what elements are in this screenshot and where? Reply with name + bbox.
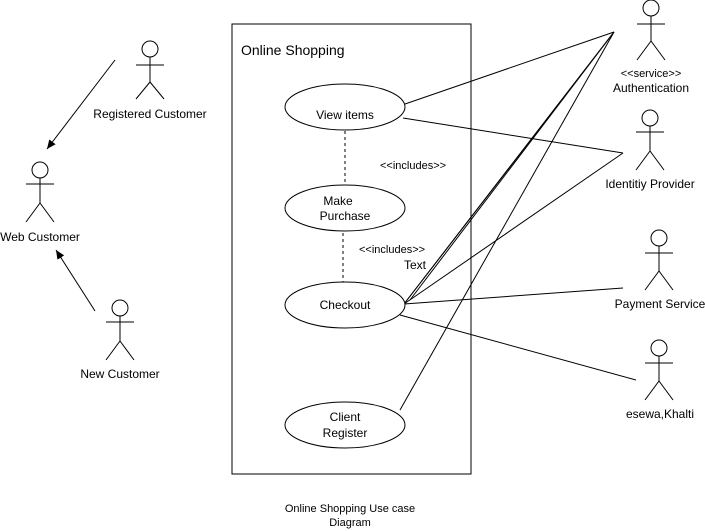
assoc-client-register-authentication (399, 31, 615, 411)
use-case-checkout-label: Checkout (320, 298, 371, 312)
use-case-make-purchase-line2: Purchase (320, 209, 371, 223)
actor-authentication-label: Authentication (613, 81, 689, 95)
use-case-make-purchase[interactable]: Make Purchase (284, 184, 406, 232)
actor-identity-provider[interactable] (635, 109, 665, 171)
actor-registered-customer[interactable] (135, 40, 165, 100)
actor-payment-service[interactable] (644, 229, 674, 291)
use-case-client-register[interactable]: Client Register (284, 401, 406, 449)
system-title: Online Shopping (241, 42, 345, 58)
assoc-view-items-identity-provider (402, 117, 624, 154)
diagram-caption-line1: Online Shopping Use case (285, 503, 415, 515)
assoc-checkout-esewa-khalti (399, 314, 637, 381)
actor-web-customer[interactable] (25, 161, 55, 223)
actor-payment-service-label: Payment Service (615, 297, 705, 311)
includes-label-1: <<includes>> (380, 160, 446, 172)
actor-esewa-khalti[interactable] (644, 339, 674, 401)
association-lines (399, 31, 637, 411)
assoc-checkout-payment-service (403, 287, 624, 305)
generalization-registered-to-web (46, 59, 116, 150)
actor-new-customer[interactable] (105, 299, 135, 361)
actor-web-customer-label: Web Customer (0, 230, 80, 244)
use-case-make-purchase-line1: Make (323, 194, 353, 208)
actor-identity-provider-label: Identitiy Provider (605, 177, 694, 191)
assoc-checkout-authentication-3 (409, 31, 615, 301)
assoc-view-items-authentication (404, 31, 615, 105)
generalization-new-to-web (55, 249, 96, 312)
diagram-caption-line2: Diagram (329, 517, 371, 529)
actor-authentication[interactable] (636, 0, 666, 61)
use-case-view-items-label: View items (316, 108, 374, 122)
actor-authentication-stereotype: <<service>> (621, 68, 682, 80)
use-case-view-items[interactable]: View items (284, 83, 406, 131)
use-case-client-register-line1: Client (330, 410, 361, 424)
use-case-client-register-line2: Register (323, 426, 368, 440)
use-case-checkout[interactable]: Checkout (284, 281, 406, 329)
text-label: Text (404, 258, 427, 272)
actor-new-customer-label: New Customer (80, 367, 159, 381)
actor-esewa-khalti-label: esewa,Khalti (626, 407, 694, 421)
assoc-checkout-identity-provider (403, 152, 624, 305)
includes-label-2: <<includes>> (359, 244, 425, 256)
actor-registered-customer-label: Registered Customer (93, 107, 206, 121)
